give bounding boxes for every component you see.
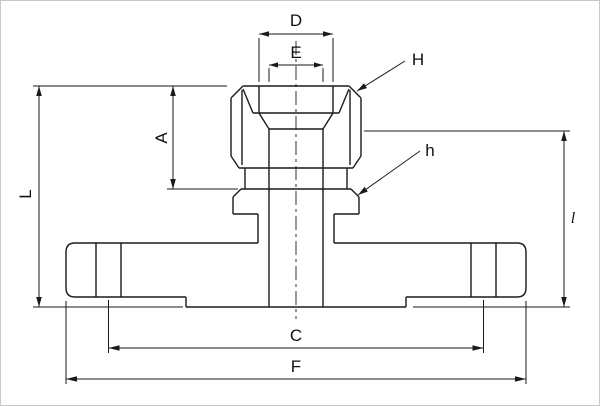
dimension-D: D xyxy=(258,11,334,82)
dim-F-extension-lines xyxy=(65,301,527,384)
nut-outline xyxy=(230,85,362,169)
dim-label-D: D xyxy=(290,11,302,30)
dim-A-arrow-top xyxy=(170,86,176,96)
dim-E-arrow-left xyxy=(269,62,278,68)
dim-D-arrow-right xyxy=(323,31,333,37)
dim-C-extension-lines xyxy=(108,300,484,353)
leader-h-arrow xyxy=(358,186,368,195)
dim-C-arrow-left xyxy=(108,345,120,351)
leader-H-arrow xyxy=(357,83,367,91)
dim-L-arrow-bottom xyxy=(36,297,42,307)
dimension-F: F xyxy=(65,301,527,384)
part-outline xyxy=(65,85,527,308)
bore-lines xyxy=(268,129,324,307)
dim-D-extension-lines xyxy=(258,38,334,82)
nut-internal-cone xyxy=(242,86,350,130)
dim-label-H: H xyxy=(412,50,424,69)
dimension-l: l xyxy=(364,130,576,308)
dim-l-arrow-bottom xyxy=(561,297,567,307)
dimension-E: E xyxy=(268,43,324,82)
leader-H: H xyxy=(356,50,424,92)
dimension-A: A xyxy=(152,86,238,190)
stem xyxy=(257,214,335,243)
leader-h: h xyxy=(357,141,435,196)
dim-label-C: C xyxy=(290,326,302,345)
dim-C-arrow-right xyxy=(472,345,484,351)
dim-A-arrow-bottom xyxy=(170,179,176,189)
dim-E-arrow-right xyxy=(314,62,323,68)
leader-h-line xyxy=(357,150,421,196)
collar-step xyxy=(232,188,360,215)
dimension-C: C xyxy=(108,300,484,353)
neck-band xyxy=(244,168,348,189)
dim-D-arrow-left xyxy=(259,31,269,37)
flange-outline xyxy=(65,242,527,308)
dim-label-E: E xyxy=(290,43,301,62)
dim-L-arrow-top xyxy=(36,86,42,96)
bolt-hole-lines xyxy=(95,243,497,297)
dim-F-arrow-right xyxy=(515,376,526,382)
dim-label-A: A xyxy=(152,132,171,144)
dim-F-arrow-left xyxy=(66,376,77,382)
dim-label-F: F xyxy=(291,357,301,376)
dim-E-extension-lines xyxy=(268,68,324,82)
nut-flats xyxy=(241,90,351,165)
dim-label-L: L xyxy=(16,189,35,198)
dim-l-arrow-top xyxy=(561,131,567,141)
dim-label-l: l xyxy=(571,210,576,227)
dim-label-h: h xyxy=(425,141,434,160)
